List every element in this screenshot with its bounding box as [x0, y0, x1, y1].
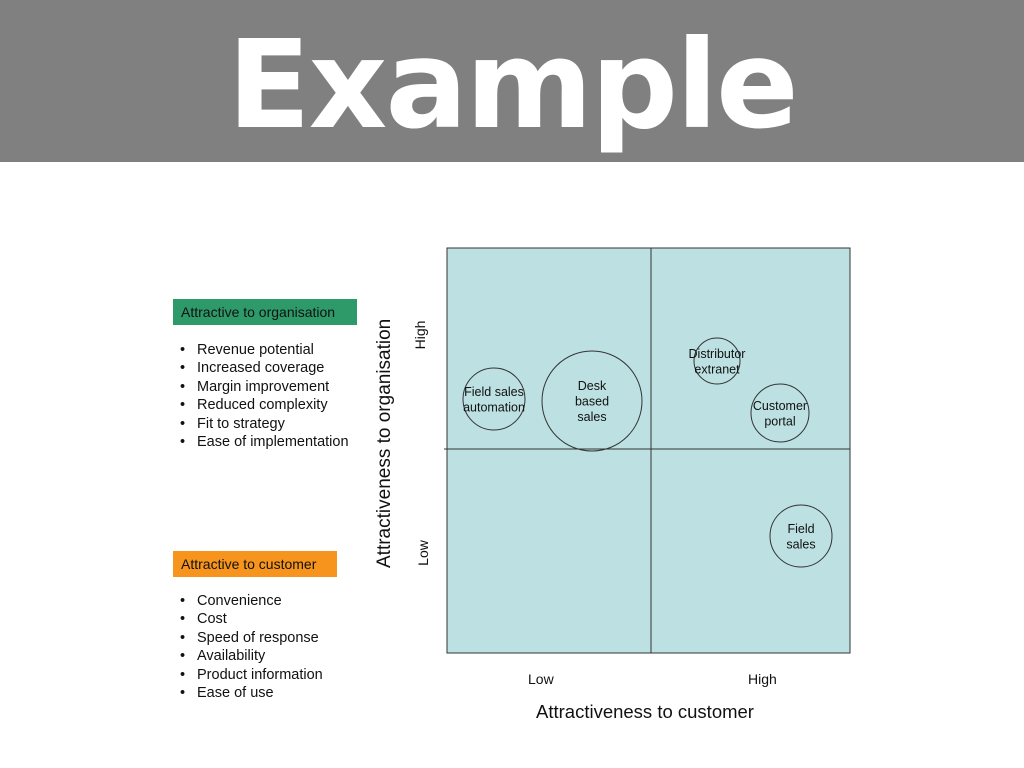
x-axis-title: Attractiveness to customer — [536, 701, 754, 722]
customer-criteria-tag: Attractive to customer — [173, 551, 337, 577]
list-item: Cost — [180, 610, 323, 628]
bubble-label: automation — [463, 400, 525, 414]
slide-title: Example — [227, 14, 798, 156]
list-item: Availability — [180, 647, 323, 665]
bubble-label: Field sales — [464, 385, 524, 399]
title-banner: Example — [0, 0, 1024, 162]
bubble-circle — [541, 350, 643, 452]
x-axis-low-label: Low — [528, 671, 554, 687]
bubble-circle — [462, 367, 526, 431]
list-item: Convenience — [180, 592, 323, 610]
bubble-label: sales — [786, 537, 815, 551]
list-item: Margin improvement — [180, 378, 349, 396]
list-item: Revenue potential — [180, 341, 349, 359]
list-item: Fit to strategy — [180, 415, 349, 433]
bubble-circle — [769, 504, 833, 568]
list-item: Reduced complexity — [180, 396, 349, 414]
list-item: Ease of use — [180, 684, 323, 702]
list-item: Product information — [180, 666, 323, 684]
bubble-label: based — [575, 395, 609, 409]
bubble-label: Distributor — [689, 347, 746, 361]
organisation-criteria-list: Revenue potential Increased coverage Mar… — [180, 341, 349, 451]
bubble-label: Customer — [753, 399, 807, 413]
bubble-label: sales — [577, 410, 606, 424]
bubble-label: portal — [764, 414, 795, 428]
bubble-label: Desk — [578, 379, 607, 393]
list-item: Speed of response — [180, 629, 323, 647]
list-item: Increased coverage — [180, 359, 349, 377]
matrix-area — [446, 247, 851, 654]
bubble-label: Field — [787, 522, 814, 536]
list-item: Ease of implementation — [180, 433, 349, 451]
x-axis-high-label: High — [748, 671, 777, 687]
bubble-circle — [693, 337, 741, 385]
bubble-label: extranet — [694, 362, 740, 376]
organisation-criteria-tag: Attractive to organisation — [173, 299, 357, 325]
bubble-circle — [750, 383, 810, 443]
customer-criteria-list: Convenience Cost Speed of response Avail… — [180, 592, 323, 702]
